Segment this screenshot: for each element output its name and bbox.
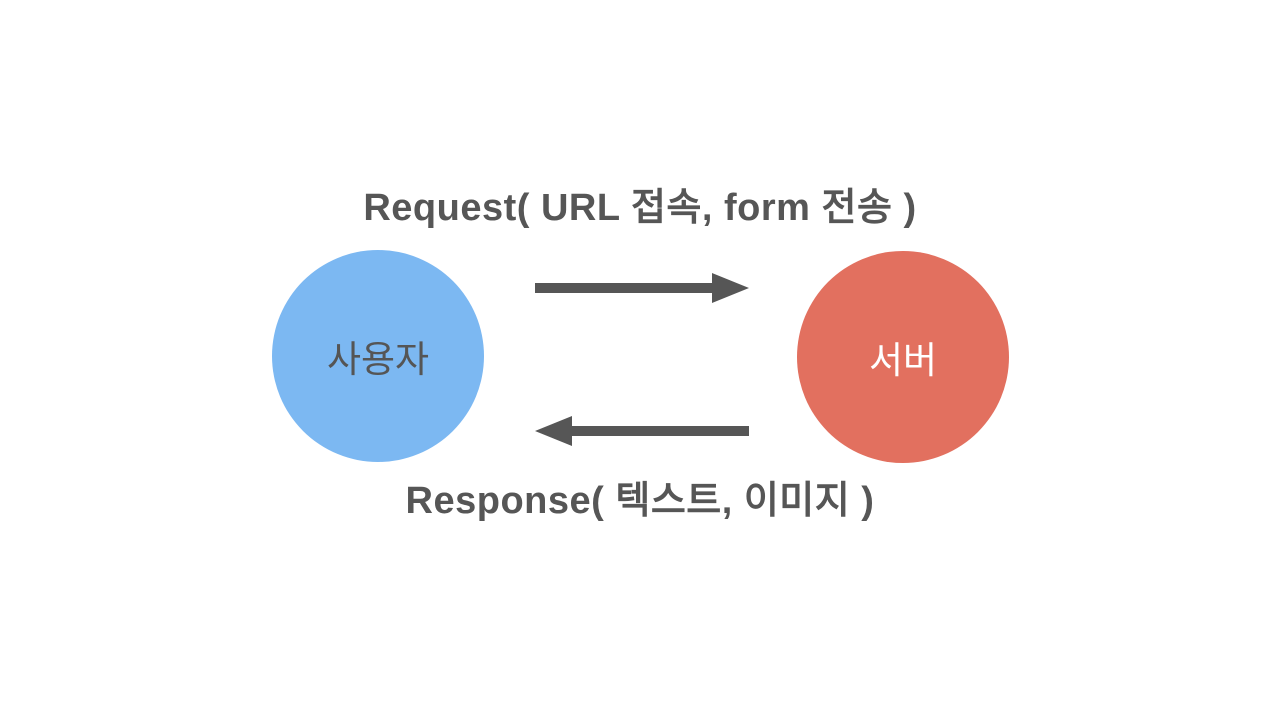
request-arrow-icon [535, 273, 749, 303]
response-arrow-label: Response( 텍스트, 이미지 ) [405, 480, 875, 522]
user-node: 사용자 [272, 250, 484, 462]
server-node: 서버 [797, 251, 1009, 463]
server-node-label: 서버 [868, 340, 938, 381]
user-node-label: 사용자 [326, 339, 430, 380]
response-arrow-icon [535, 416, 749, 446]
request-arrow-label: Request( URL 접속, form 전송 ) [363, 187, 917, 229]
